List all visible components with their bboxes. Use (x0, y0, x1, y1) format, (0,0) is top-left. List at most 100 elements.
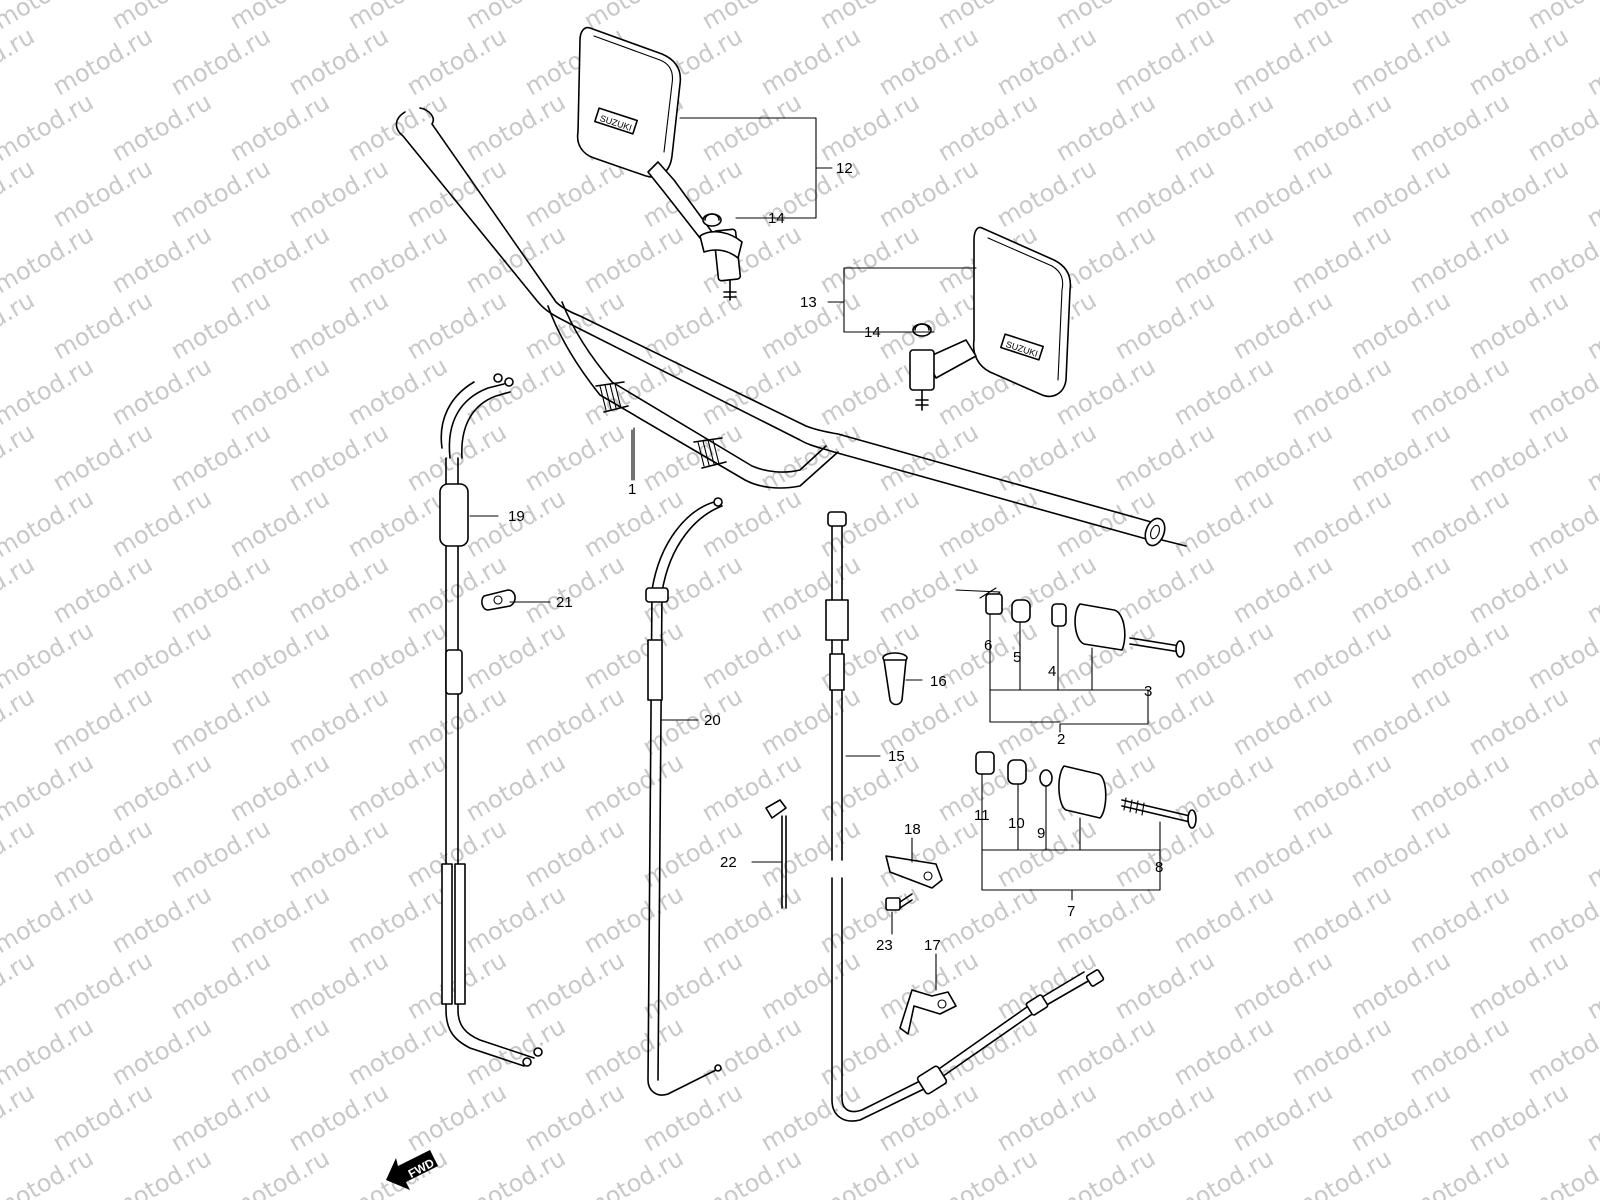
watermark-text: motod.ru (1523, 1144, 1600, 1200)
watermark-text: motod.ru (0, 616, 98, 695)
watermark-text: motod.ru (461, 0, 570, 35)
watermark-text: motod.ru (1051, 1144, 1160, 1200)
watermark-text: motod.ru (48, 682, 157, 761)
callout-16: 16 (930, 673, 947, 690)
callout-9: 9 (1037, 825, 1045, 842)
watermark-text: motod.ru (697, 1144, 806, 1200)
part-5 (1011, 599, 1031, 623)
watermark-text: motod.ru (874, 154, 983, 233)
watermark-text: motod.ru (697, 1012, 806, 1091)
callout-11: 11 (974, 807, 990, 824)
watermark-text: motod.ru (1228, 418, 1337, 497)
watermark-text: motod.ru (1287, 0, 1396, 35)
part-2-weight (1074, 603, 1126, 651)
watermark-text: motod.ru (1110, 1078, 1219, 1157)
watermark-text: motod.ru (1287, 748, 1396, 827)
watermark-text: motod.ru (1110, 22, 1219, 101)
watermark-text: motod.ru (1169, 880, 1278, 959)
bracket-18 (885, 855, 943, 889)
watermark-text: motod.ru (520, 814, 629, 893)
watermark-text: motod.ru (579, 220, 688, 299)
cable-clamp (481, 589, 516, 611)
watermark-text: motod.ru (107, 88, 216, 167)
throttle-cable-sleeve (439, 483, 469, 547)
watermark-text: motod.ru (1523, 220, 1600, 299)
watermark-text: motod.ru (461, 352, 570, 431)
clutch-cable (825, 511, 1105, 1122)
watermark-text: motod.ru (1228, 682, 1337, 761)
watermark-text: motod.ru (1169, 88, 1278, 167)
watermark-text: motod.ru (1582, 1078, 1600, 1157)
watermark-text: motod.ru (1464, 22, 1573, 101)
watermark-text: motod.ru (0, 88, 98, 167)
watermark-text: motod.ru (1405, 352, 1514, 431)
watermark-text: motod.ru (1110, 154, 1219, 233)
watermark-text: motod.ru (1523, 1012, 1600, 1091)
watermark-text: motod.ru (1287, 220, 1396, 299)
watermark-text: motod.ru (1405, 1012, 1514, 1091)
watermark-text: motod.ru (225, 1144, 334, 1200)
watermark-text: motod.ru (1464, 1078, 1573, 1157)
watermark-text: motod.ru (0, 1012, 98, 1091)
watermark-text: motod.ru (1582, 682, 1600, 761)
watermark-text: motod.ru (1405, 220, 1514, 299)
watermark-text: motod.ru (1464, 550, 1573, 629)
watermark-text: motod.ru (756, 22, 865, 101)
watermark-text: motod.ru (520, 154, 629, 233)
watermark-text: motod.ru (1228, 550, 1337, 629)
watermark-text: motod.ru (1169, 1144, 1278, 1200)
watermark-text: motod.ru (1464, 154, 1573, 233)
watermark-text: motod.ru (520, 418, 629, 497)
watermark-text: motod.ru (107, 352, 216, 431)
mirror-screw-lower (912, 323, 932, 337)
watermark-text: motod.ru (1228, 814, 1337, 893)
watermark-text: motod.ru (520, 550, 629, 629)
watermark-text: motod.ru (0, 352, 98, 431)
mirror-right: SUZUKI (909, 226, 1072, 411)
watermark-text: motod.ru (166, 418, 275, 497)
watermark-text: motod.ru (1228, 154, 1337, 233)
handlebar-knurl-right (693, 437, 727, 469)
callout-5: 5 (1013, 649, 1021, 666)
watermark-text: motod.ru (48, 814, 157, 893)
part-10 (1007, 759, 1027, 785)
watermark-text: motod.ru (107, 1144, 216, 1200)
bolt-23 (885, 893, 913, 911)
watermark-text: motod.ru (48, 550, 157, 629)
watermark-text: motod.ru (933, 88, 1042, 167)
watermark-text: motod.ru (697, 484, 806, 563)
watermark-text: motod.ru (284, 418, 393, 497)
watermark-text: motod.ru (1346, 1078, 1455, 1157)
watermark-text: motod.ru (520, 1078, 629, 1157)
watermark-text: motod.ru (1523, 352, 1600, 431)
watermark-text: motod.ru (0, 946, 39, 1025)
watermark-text: motod.ru (933, 880, 1042, 959)
callout-14-upper: 14 (768, 210, 785, 227)
watermark-text: motod.ru (756, 814, 865, 893)
mirror-left: SUZUKI (576, 26, 743, 301)
watermark-text: motod.ru (520, 682, 629, 761)
watermark-text: motod.ru (343, 484, 452, 563)
watermark-text: motod.ru (48, 418, 157, 497)
watermark-text: motod.ru (1582, 418, 1600, 497)
watermark-text: motod.ru (1287, 1144, 1396, 1200)
watermark-text: motod.ru (1346, 550, 1455, 629)
watermark-text: motod.ru (638, 1078, 747, 1157)
watermark-text: motod.ru (402, 1078, 511, 1157)
handlebar-knurl-left (595, 381, 629, 413)
watermark-text: motod.ru (107, 880, 216, 959)
watermark-text: motod.ru (579, 352, 688, 431)
watermark-text: motod.ru (48, 286, 157, 365)
cable-20 (645, 497, 723, 1096)
watermark-text: motod.ru (166, 154, 275, 233)
watermark-text: motod.ru (461, 88, 570, 167)
watermark-text: motod.ru (992, 154, 1101, 233)
throttle-cables (439, 373, 543, 1067)
watermark-text: motod.ru (815, 220, 924, 299)
callout-14-lower: 14 (864, 324, 881, 341)
watermark-text: motod.ru (1110, 814, 1219, 893)
callout-19: 19 (508, 508, 525, 525)
watermark-text: motod.ru (343, 220, 452, 299)
watermark-text: motod.ru (874, 550, 983, 629)
